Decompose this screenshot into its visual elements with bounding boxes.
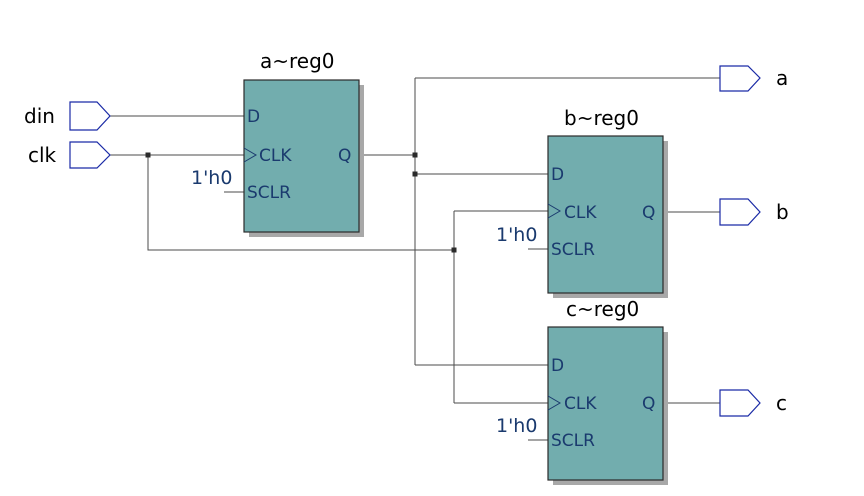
junction-a-q-to-b — [412, 171, 418, 177]
register-c-pin-d: D — [551, 356, 564, 376]
junction-clk-to-b-c — [451, 247, 457, 253]
register-a[interactable]: a~reg0 D CLK Q SCLR 1'h0 — [191, 49, 364, 237]
junction-a-q-split — [412, 152, 418, 158]
register-b[interactable]: b~reg0 D CLK Q SCLR 1'h0 — [496, 106, 668, 298]
output-port-b[interactable]: b — [719, 198, 789, 226]
register-c-pin-clk: CLK — [564, 394, 597, 414]
register-a-pin-sclr: SCLR — [247, 183, 291, 203]
junctions — [145, 152, 457, 253]
register-a-body[interactable] — [243, 79, 360, 233]
junction-clk-split — [145, 152, 151, 158]
register-c-pin-q: Q — [642, 394, 655, 414]
output-port-c-shape[interactable] — [719, 389, 761, 417]
register-a-pin-clk: CLK — [259, 146, 292, 166]
input-port-din[interactable]: din — [24, 101, 111, 131]
output-port-a[interactable]: a — [719, 65, 788, 92]
output-port-a-shape[interactable] — [719, 65, 761, 92]
register-a-clk-triangle-icon — [243, 147, 257, 163]
register-c-sclr-const: 1'h0 — [496, 415, 537, 437]
input-port-din-shape[interactable] — [69, 101, 111, 131]
wire-clk-branch — [147, 155, 454, 251]
input-port-din-label: din — [24, 104, 55, 128]
register-b-title: b~reg0 — [564, 106, 639, 130]
register-b-pin-q: Q — [642, 203, 655, 223]
register-a-pin-q: Q — [338, 146, 351, 166]
register-c-body[interactable] — [547, 326, 664, 481]
register-a-title: a~reg0 — [260, 49, 335, 73]
output-port-c-label: c — [776, 391, 787, 415]
input-port-clk-label: clk — [28, 143, 57, 167]
register-b-pin-sclr: SCLR — [551, 240, 595, 260]
input-port-clk[interactable]: clk — [28, 141, 111, 169]
input-port-clk-shape[interactable] — [69, 141, 111, 169]
output-port-b-label: b — [776, 200, 789, 224]
register-b-sclr-const: 1'h0 — [496, 224, 537, 246]
register-b-clk-triangle-icon — [547, 203, 561, 219]
register-c[interactable]: c~reg0 D CLK Q SCLR 1'h0 — [496, 297, 668, 485]
output-port-b-shape[interactable] — [719, 198, 761, 226]
register-a-pin-d: D — [247, 107, 260, 127]
output-port-a-label: a — [776, 66, 788, 90]
register-c-title: c~reg0 — [566, 297, 639, 321]
register-c-pin-sclr: SCLR — [551, 431, 595, 451]
output-port-c[interactable]: c — [719, 389, 787, 417]
register-b-pin-clk: CLK — [564, 203, 597, 223]
register-b-body[interactable] — [547, 135, 664, 294]
wires — [110, 77, 720, 441]
register-b-pin-d: D — [551, 165, 564, 185]
register-c-clk-triangle-icon — [547, 395, 561, 411]
register-a-sclr-const: 1'h0 — [191, 167, 232, 189]
